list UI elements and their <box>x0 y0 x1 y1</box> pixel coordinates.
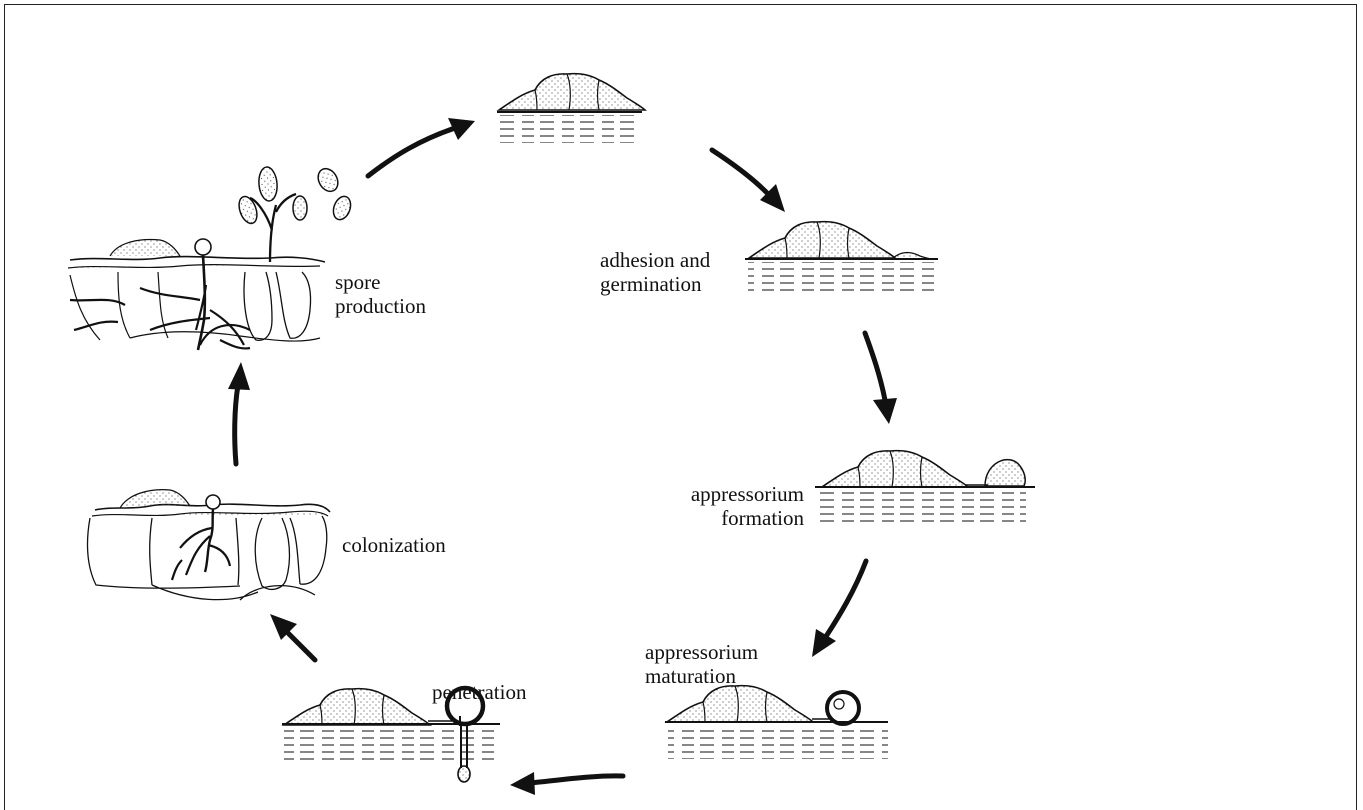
stage-spore-production <box>67 166 352 351</box>
label-colonization: colonization <box>342 533 446 557</box>
label-line: appressorium <box>690 482 804 506</box>
arrow-7 <box>232 382 241 467</box>
label-line: penetration <box>432 680 527 704</box>
stage-penetration <box>282 685 500 783</box>
label-appressorium-maturation: appressorium maturation <box>645 640 758 688</box>
arrow-5 <box>527 773 626 786</box>
arrow-1 <box>365 125 458 179</box>
label-penetration: penetration <box>432 680 526 704</box>
cycle-arrowheads <box>228 118 897 795</box>
arrow-6 <box>282 627 318 663</box>
arrow-3 <box>862 330 888 403</box>
label-line: maturation <box>645 664 736 688</box>
cycle-arrows <box>232 125 888 786</box>
label-line: production <box>335 294 426 318</box>
label-line: appressorium <box>645 640 759 664</box>
label-line: spore <box>335 270 381 294</box>
label-appressorium-formation: appressorium formation <box>664 482 804 530</box>
figure-frame <box>4 4 1357 810</box>
label-line: colonization <box>342 533 446 557</box>
arrow-4 <box>822 558 869 641</box>
stage-colonization <box>86 489 331 601</box>
arrow-2 <box>709 147 773 199</box>
label-spore-production: spore production <box>335 270 426 318</box>
label-line: germination <box>600 272 702 296</box>
label-line: formation <box>721 506 804 530</box>
stage-appressorium-maturation <box>665 684 888 759</box>
stage-adhesion-germination <box>745 220 938 296</box>
stage-spore-on-leaf <box>497 72 646 143</box>
label-adhesion-germination: adhesion and germination <box>600 248 710 296</box>
label-line: adhesion and <box>600 248 711 272</box>
stage-appressorium-formation <box>815 449 1035 526</box>
